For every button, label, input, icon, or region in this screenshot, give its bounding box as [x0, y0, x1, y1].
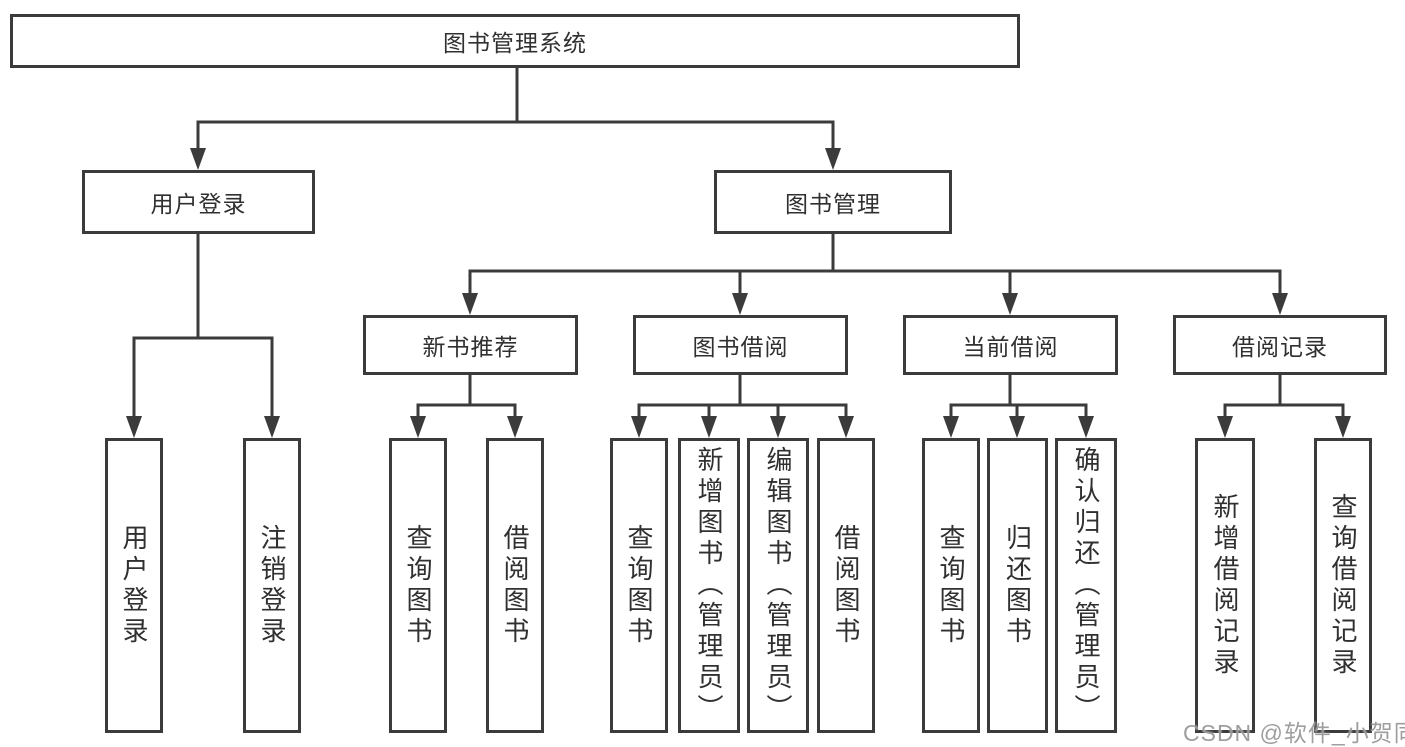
leaf-confirm-return-admin: 确认归还（管理员）	[1055, 438, 1117, 733]
leaf-add-borrow-record: 新增借阅记录	[1195, 438, 1255, 733]
node-book-borrowing: 图书借阅	[633, 315, 848, 375]
node-current-borrowing: 当前借阅	[903, 315, 1118, 375]
node-label: 新书推荐	[422, 334, 519, 360]
leaf-query-books-recommend: 查询图书	[389, 438, 447, 733]
node-new-book-recommendation: 新书推荐	[363, 315, 578, 375]
node-label: 图书管理	[785, 191, 881, 217]
node-book-management-branch: 图书管理	[714, 170, 952, 234]
node-borrowing-records: 借阅记录	[1173, 315, 1387, 375]
leaf-label: 查询图书	[624, 523, 654, 648]
leaf-label: 借阅图书	[831, 523, 861, 648]
leaf-label: 用户登录	[119, 523, 149, 648]
leaf-return-books: 归还图书	[987, 438, 1048, 733]
leaf-add-books-admin: 新增图书（管理员）	[678, 438, 740, 733]
leaf-logout: 注销登录	[243, 438, 301, 733]
node-label: 当前借阅	[962, 334, 1059, 360]
leaf-label: 归还图书	[1002, 523, 1033, 648]
leaf-label: 新增图书（管理员）	[694, 446, 724, 725]
node-label: 图书管理系统	[443, 30, 587, 56]
node-label: 借阅记录	[1232, 334, 1328, 360]
leaf-edit-books-admin: 编辑图书（管理员）	[747, 438, 809, 733]
leaf-query-books-current: 查询图书	[922, 438, 980, 733]
node-user-login-branch: 用户登录	[82, 170, 315, 234]
leaf-label: 确认归还（管理员）	[1071, 446, 1101, 725]
csdn-watermark: CSDN @软件_小贺同学	[1183, 720, 1405, 746]
leaf-label: 查询图书	[936, 523, 966, 648]
leaf-query-books-borrowing: 查询图书	[610, 438, 668, 733]
node-label: 用户登录	[150, 191, 247, 217]
leaf-label: 查询图书	[403, 523, 433, 648]
leaf-label: 编辑图书（管理员）	[763, 446, 793, 725]
leaf-borrow-books-recommend: 借阅图书	[486, 438, 544, 733]
node-book-management-system: 图书管理系统	[10, 14, 1020, 68]
leaf-borrow-books-borrowing: 借阅图书	[817, 438, 875, 733]
leaf-user-login: 用户登录	[105, 438, 163, 733]
node-label: 图书借阅	[692, 334, 789, 360]
leaf-label: 注销登录	[257, 523, 287, 648]
leaf-label: 借阅图书	[500, 523, 530, 648]
leaf-label: 查询借阅记录	[1328, 492, 1358, 679]
leaf-query-borrow-record: 查询借阅记录	[1314, 438, 1372, 733]
leaf-label: 新增借阅记录	[1210, 492, 1240, 679]
